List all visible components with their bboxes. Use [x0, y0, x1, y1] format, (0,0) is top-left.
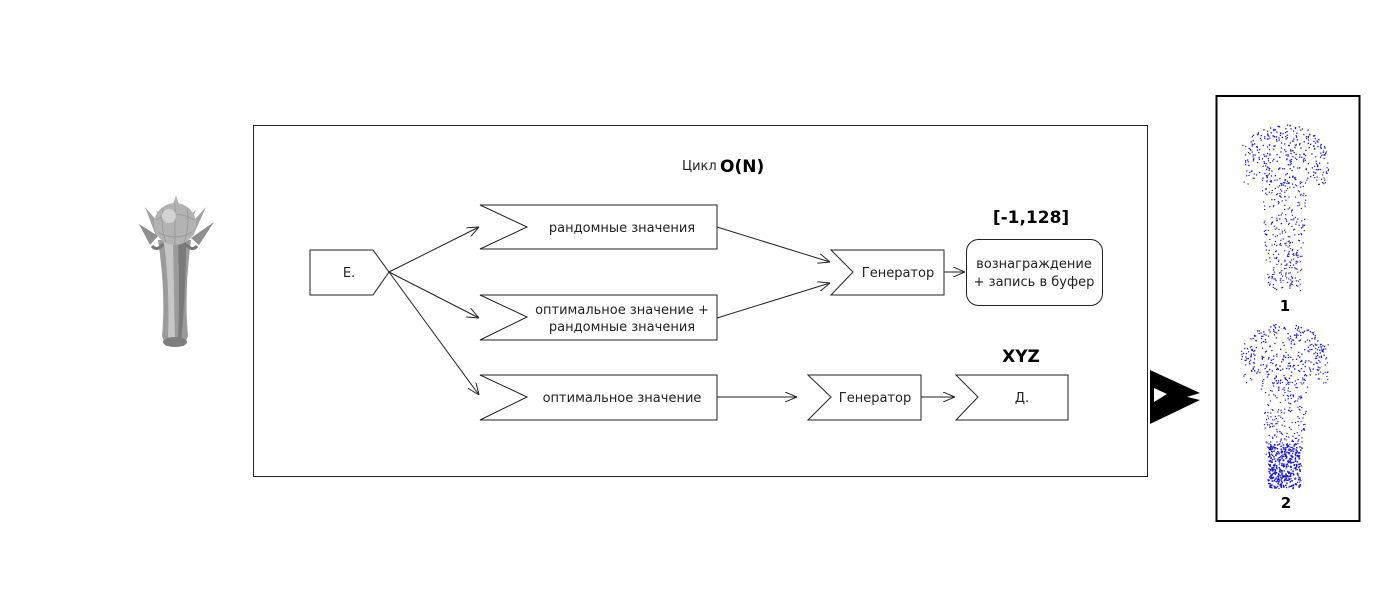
branch-random — [479, 204, 718, 250]
reward-line2: + запись в буфер — [974, 275, 1095, 290]
input-node-label: Е. — [343, 266, 355, 281]
arrow-input-random — [388, 227, 479, 273]
branch-optimal-random-line2: рандомные значения — [549, 320, 695, 335]
branch-optimal-label: оптимальное значение — [543, 391, 702, 406]
generator-top-label: Генератор — [862, 266, 934, 281]
big-arrow-icon — [1150, 370, 1200, 424]
arrow-input-optimal-random — [388, 271, 479, 318]
generator-top — [829, 249, 945, 296]
loop-label: Цикл — [682, 159, 717, 174]
branch-random-label: рандомные значения — [549, 221, 695, 236]
arrow-random-generator — [716, 226, 830, 262]
results-panel — [1215, 95, 1361, 522]
output-node — [954, 374, 1069, 421]
reward-line1: вознаграждение — [976, 257, 1092, 272]
branch-optimal-random — [479, 294, 718, 341]
result-label-2: 2 — [1281, 494, 1291, 512]
loop-complexity: O(N) — [720, 157, 764, 177]
arrow-optimal-random-generator — [716, 283, 830, 319]
input-node — [309, 249, 390, 296]
branch-optimal — [479, 374, 718, 421]
range-label: [-1,128] — [993, 208, 1069, 228]
output-node-label: Д. — [1015, 391, 1029, 406]
xyz-label: XYZ — [1002, 347, 1040, 367]
loop-frame — [253, 125, 1148, 477]
arrow-input-optimal — [388, 271, 479, 395]
trophy-model — [139, 195, 214, 347]
point-cloud-1 — [1242, 124, 1330, 292]
generator-bottom-label: Генератор — [839, 391, 911, 406]
point-cloud-2 — [1241, 323, 1329, 490]
generator-bottom — [806, 374, 922, 421]
branch-optimal-random-line1: оптимальное значение + — [535, 303, 709, 318]
result-label-1: 1 — [1280, 297, 1290, 315]
reward-box — [966, 239, 1103, 306]
